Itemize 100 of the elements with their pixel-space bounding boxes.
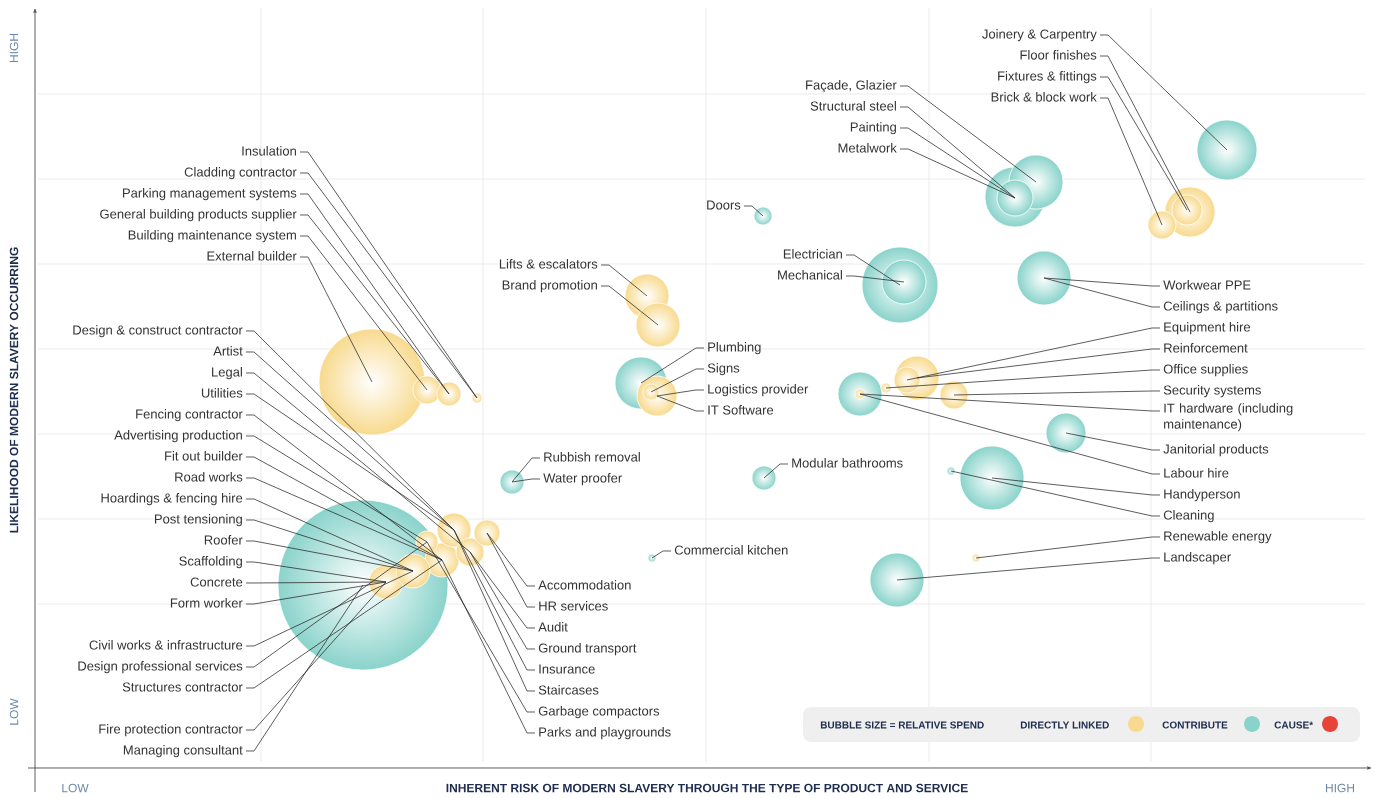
leader-line — [245, 498, 414, 572]
bubble-label: Utilities — [201, 388, 243, 398]
bubble — [880, 382, 892, 394]
bubble-label: Commercial kitchen — [674, 545, 788, 555]
bubble-label: Artist — [213, 346, 243, 356]
bubble-label: Workwear PPE — [1163, 280, 1251, 290]
bubble-label: Accommodation — [538, 580, 631, 590]
leader-line — [1099, 97, 1163, 226]
axis-end-label: LOW — [62, 783, 89, 793]
bubble — [368, 564, 404, 600]
bubble-label: Hoardings & fencing hire — [101, 493, 243, 506]
leader-line — [245, 477, 443, 561]
bubble — [753, 206, 773, 226]
bubble — [996, 179, 1034, 217]
bubble-label: Modular bathrooms — [792, 458, 903, 468]
bubble-label: Structures contractor — [122, 682, 243, 692]
bubble — [642, 383, 660, 401]
leader-line — [245, 559, 443, 689]
leader-line — [991, 477, 1161, 496]
bubble — [751, 465, 777, 491]
legend-text: CONTRIBUTE — [1162, 721, 1228, 729]
bubble — [412, 375, 442, 405]
leader-line — [899, 106, 1016, 199]
axis-title: LIKELIHOOD OF MODERN SLAVERY OCCURRING — [9, 247, 19, 533]
leader-line — [1043, 277, 1161, 287]
leader-line — [651, 550, 672, 559]
bubble-label: Rubbish removal — [544, 452, 640, 462]
bubble — [318, 328, 426, 436]
bubble — [471, 392, 483, 404]
leader-line — [896, 557, 1161, 581]
bubble-label: Ceilings & partitions — [1163, 301, 1278, 314]
bubble-label: Ground transport — [538, 643, 637, 656]
bubble-label: Building maintenance system — [128, 230, 296, 243]
leader-line — [763, 463, 789, 479]
bubble-label: Fencing contractor — [136, 409, 243, 422]
bubble — [1164, 186, 1216, 238]
bubble-label: Design professional services — [78, 661, 243, 674]
leader-line — [245, 456, 443, 561]
leader-line — [975, 536, 1161, 559]
leader-line — [245, 372, 471, 553]
bubble-label: Garbage compactors — [538, 706, 660, 719]
bubble-label: Parking management systems — [123, 188, 297, 201]
leader-line — [486, 532, 536, 587]
bubble-label: IT Software — [708, 405, 774, 415]
leader-line — [245, 584, 364, 752]
bubble-label: Road works — [175, 472, 243, 482]
leader-line — [245, 393, 455, 531]
bubble-label: Roofer — [204, 535, 243, 545]
bubble — [854, 388, 866, 400]
bubble-label: Brick & block work — [991, 92, 1097, 102]
bubble-label: Managing consultant — [123, 745, 243, 758]
leader-line — [245, 414, 443, 561]
legend-text: DIRECTLY LINKED — [1020, 721, 1109, 729]
leader-line — [859, 393, 1161, 475]
bubble — [893, 366, 921, 394]
bubble — [894, 355, 940, 401]
leader-line — [953, 390, 1161, 396]
leader-line — [245, 581, 387, 731]
leader-line — [859, 393, 1161, 412]
leader-line — [656, 389, 705, 397]
bubble-label: Cleaning — [1163, 510, 1214, 523]
bubble — [971, 553, 981, 563]
bubble-label: Electrician — [783, 249, 842, 259]
leader-line — [511, 478, 541, 483]
legend-text: CAUSE* — [1274, 721, 1314, 729]
bubble-label: Fire protection contractor — [99, 724, 243, 737]
bubble-label: Fit out builder — [165, 451, 243, 461]
bubble-label: Joinery & Carpentry — [982, 29, 1097, 42]
leader-line — [845, 275, 905, 283]
axis-title: INHERENT RISK OF MODERN SLAVERY THROUGH THE TYPE OF PRODUCT AND SERVICE — [446, 783, 968, 793]
leader-line — [899, 127, 1016, 199]
bubble-label: Insurance — [539, 664, 595, 674]
bubble-label: Form worker — [170, 598, 243, 608]
leader-line — [486, 532, 536, 608]
leader-line — [299, 235, 428, 391]
bubble — [277, 499, 449, 671]
bubble-label: Audit — [538, 622, 568, 632]
leader-line — [906, 327, 1161, 381]
bubble — [395, 553, 431, 589]
bubble-label: Façade, Glazier — [806, 80, 897, 93]
leader-line — [441, 559, 536, 734]
bubble-label: Signs — [707, 363, 740, 376]
bubble — [1147, 210, 1177, 240]
leader-line — [245, 435, 428, 543]
bubble-label: Doors — [707, 200, 741, 210]
bubble-label: Scaffolding — [179, 556, 242, 569]
bubble-label: Design & construct contractor — [73, 325, 243, 338]
bubble — [455, 537, 485, 567]
leader-line — [245, 581, 387, 605]
leader-line — [640, 347, 705, 384]
leader-line — [299, 256, 373, 383]
leader-line — [743, 205, 764, 217]
bubble-label: Advertising production — [114, 430, 242, 443]
axis-end-label: LOW — [9, 698, 19, 725]
bubble — [647, 553, 657, 563]
leader-line — [650, 368, 705, 393]
bubble-label: Cladding contractor — [184, 167, 297, 180]
bubble-label: Security systems — [1163, 385, 1261, 398]
bubble — [473, 519, 501, 547]
bubble-label: Metalwork — [838, 143, 897, 153]
